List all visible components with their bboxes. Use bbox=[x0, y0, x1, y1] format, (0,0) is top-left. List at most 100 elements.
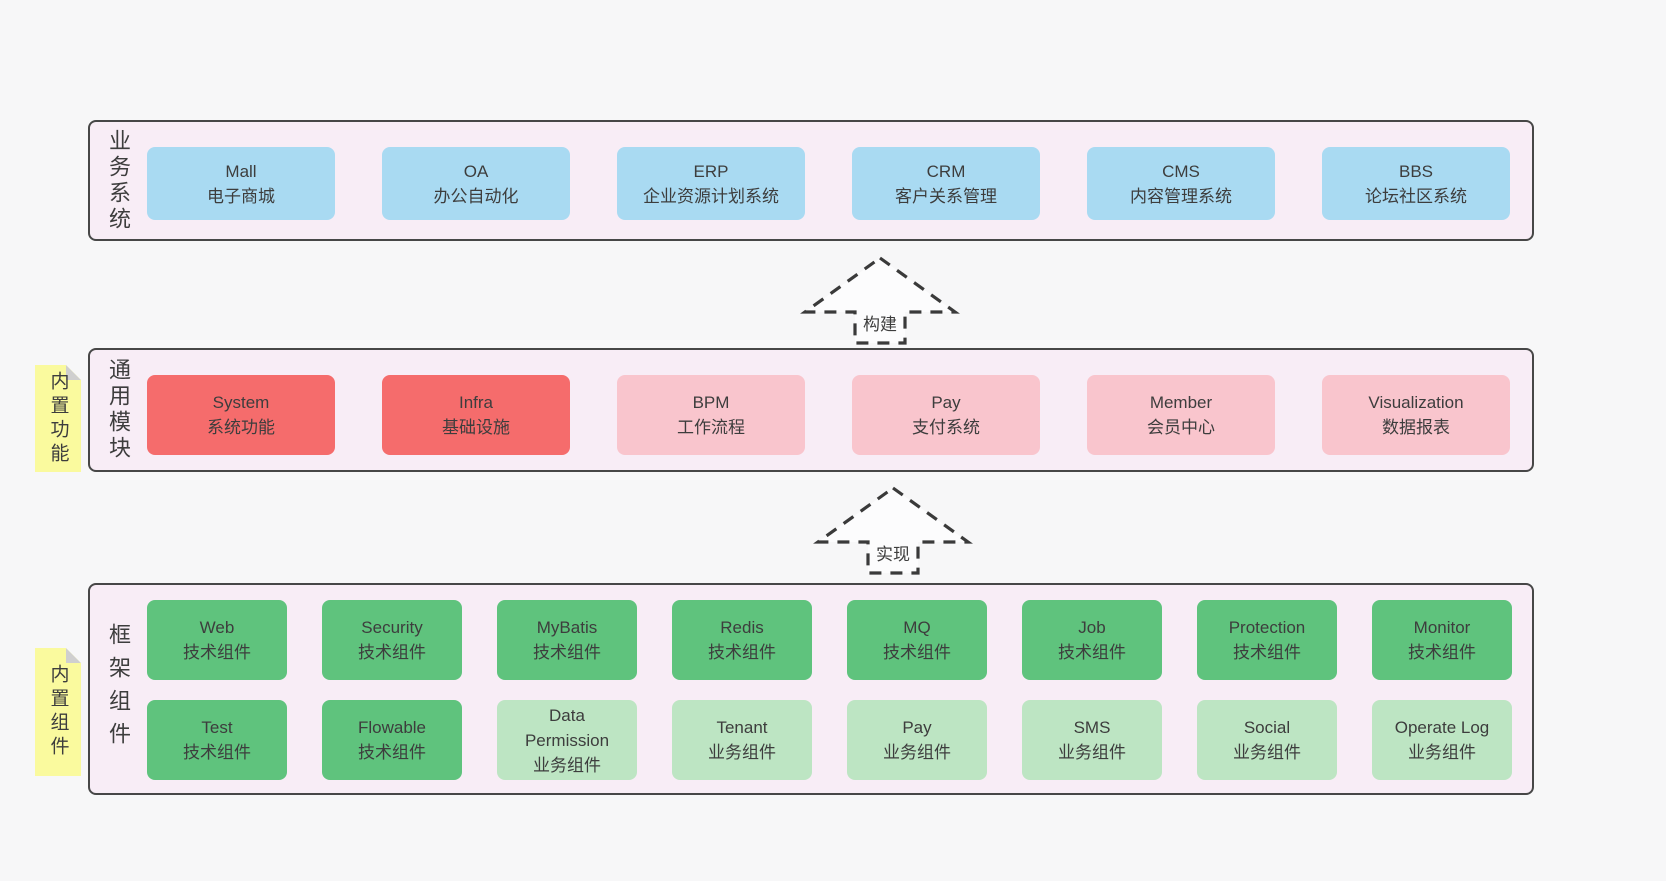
box-data-permission: Data Permission 业务组件 bbox=[497, 700, 637, 780]
box-subtitle: 工作流程 bbox=[677, 418, 745, 437]
box-subtitle: 技术组件 bbox=[1058, 643, 1126, 662]
box-subtitle: 数据报表 bbox=[1382, 418, 1450, 437]
box-title: CRM bbox=[926, 161, 966, 181]
box-subtitle: 技术组件 bbox=[533, 643, 601, 662]
box-subtitle: 企业资源计划系统 bbox=[643, 186, 779, 206]
box-subtitle: 业务组件 bbox=[883, 743, 951, 762]
box-subtitle: 业务组件 bbox=[708, 743, 776, 762]
box-redis: Redis 技术组件 bbox=[672, 600, 812, 680]
box-pay: Pay 支付系统 bbox=[852, 375, 1040, 455]
box-sms: SMS 业务组件 bbox=[1022, 700, 1162, 780]
box-subtitle: 业务组件 bbox=[533, 755, 601, 775]
up-arrow-icon bbox=[813, 486, 973, 575]
box-title: Redis bbox=[720, 618, 764, 637]
box-subtitle: 论坛社区系统 bbox=[1365, 186, 1467, 206]
box-title: Operate Log bbox=[1394, 718, 1490, 737]
box-subtitle: 办公自动化 bbox=[433, 186, 519, 206]
arrow-implement-label: 实现 bbox=[873, 540, 913, 565]
box-tenant: Tenant 业务组件 bbox=[672, 700, 812, 780]
box-subtitle: 业务组件 bbox=[1233, 743, 1301, 762]
box-mall: Mall 电子商城 bbox=[147, 147, 335, 220]
box-system: System 系统功能 bbox=[147, 375, 335, 455]
sticky-note-text: 内置功能 bbox=[47, 370, 69, 467]
box-title: Job bbox=[1078, 618, 1106, 637]
box-subtitle: 业务组件 bbox=[1058, 743, 1126, 762]
box-subtitle: 系统功能 bbox=[207, 418, 275, 437]
box-flowable: Flowable 技术组件 bbox=[322, 700, 462, 780]
box-title: Security bbox=[361, 618, 423, 637]
box-subtitle: 技术组件 bbox=[183, 643, 251, 662]
layer-label-framework-components: 框架组件 bbox=[106, 623, 131, 755]
box-subtitle: 支付系统 bbox=[912, 418, 980, 437]
box-title: Social bbox=[1243, 718, 1291, 737]
box-title: Test bbox=[201, 718, 233, 737]
box-subtitle: 业务组件 bbox=[1408, 743, 1476, 762]
box-title: BBS bbox=[1398, 161, 1434, 181]
box-title: CMS bbox=[1162, 161, 1200, 181]
box-subtitle: 技术组件 bbox=[708, 643, 776, 662]
box-cms: CMS 内容管理系统 bbox=[1087, 147, 1275, 220]
box-title: Visualization bbox=[1368, 393, 1464, 412]
box-title: ERP bbox=[693, 161, 729, 181]
arrow-build: 构建 bbox=[800, 255, 960, 347]
box-subtitle: 基础设施 bbox=[442, 418, 510, 437]
box-monitor: Monitor 技术组件 bbox=[1372, 600, 1512, 680]
box-title: Protection bbox=[1228, 618, 1306, 637]
box-web: Web 技术组件 bbox=[147, 600, 287, 680]
box-title: System bbox=[212, 393, 270, 412]
box-title: MyBatis bbox=[536, 618, 598, 637]
box-subtitle: 技术组件 bbox=[358, 743, 426, 762]
box-title: Pay bbox=[931, 393, 961, 412]
box-mq: MQ 技术组件 bbox=[847, 600, 987, 680]
box-title: SMS bbox=[1073, 718, 1111, 737]
box-social: Social 业务组件 bbox=[1197, 700, 1337, 780]
fold-corner-icon bbox=[66, 648, 81, 663]
box-subtitle: 技术组件 bbox=[1408, 643, 1476, 662]
box-bbs: BBS 论坛社区系统 bbox=[1322, 147, 1510, 220]
arrow-implement: 实现 bbox=[813, 485, 973, 577]
box-subtitle: 技术组件 bbox=[358, 643, 426, 662]
sticky-note-built-in-features: 内置功能 bbox=[35, 365, 81, 472]
box-bpm: BPM 工作流程 bbox=[617, 375, 805, 455]
box-subtitle: 电子商城 bbox=[207, 186, 275, 206]
sticky-note-text: 内置组件 bbox=[47, 664, 69, 760]
box-subtitle: 技术组件 bbox=[1233, 643, 1301, 662]
box-title: BPM bbox=[692, 393, 730, 412]
box-job: Job 技术组件 bbox=[1022, 600, 1162, 680]
box-infra: Infra 基础设施 bbox=[382, 375, 570, 455]
box-title: Mall bbox=[225, 161, 257, 181]
box-subtitle: 内容管理系统 bbox=[1130, 186, 1232, 206]
box-pay: Pay 业务组件 bbox=[847, 700, 987, 780]
box-title: Infra bbox=[458, 393, 494, 412]
box-subtitle: 技术组件 bbox=[183, 743, 251, 762]
box-title: Data Permission bbox=[524, 705, 610, 750]
box-title: Web bbox=[199, 618, 235, 637]
box-protection: Protection 技术组件 bbox=[1197, 600, 1337, 680]
box-title: OA bbox=[463, 161, 489, 181]
box-title: Tenant bbox=[716, 718, 768, 737]
box-security: Security 技术组件 bbox=[322, 600, 462, 680]
box-subtitle: 会员中心 bbox=[1147, 418, 1215, 437]
box-visualization: Visualization 数据报表 bbox=[1322, 375, 1510, 455]
box-title: Flowable bbox=[357, 718, 427, 737]
sticky-note-built-in-components: 内置组件 bbox=[35, 648, 81, 776]
box-test: Test 技术组件 bbox=[147, 700, 287, 780]
box-title: Pay bbox=[902, 718, 932, 737]
layer-label-business-systems: 业务系统 bbox=[106, 128, 131, 233]
box-subtitle: 技术组件 bbox=[883, 643, 951, 662]
box-title: MQ bbox=[903, 618, 931, 637]
box-title: Monitor bbox=[1413, 618, 1471, 637]
box-operate-log: Operate Log 业务组件 bbox=[1372, 700, 1512, 780]
layer-common-modules: 通用模块 System 系统功能 Infra 基础设施 BPM 工作流程 Pay 支付系统 Me… bbox=[88, 348, 1534, 472]
box-mybatis: MyBatis 技术组件 bbox=[497, 600, 637, 680]
box-erp: ERP 企业资源计划系统 bbox=[617, 147, 805, 220]
layer-label-common-modules: 通用模块 bbox=[106, 358, 131, 462]
